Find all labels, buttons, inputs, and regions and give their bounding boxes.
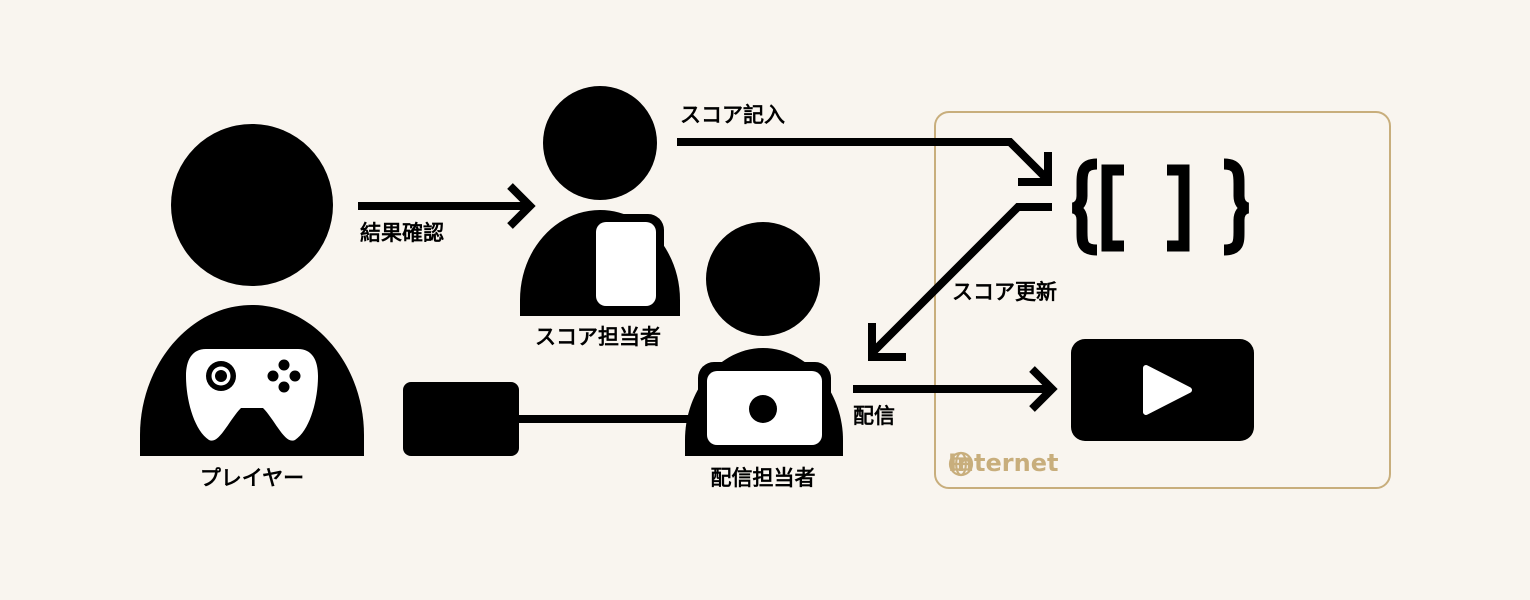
node-label-stream-staff: 配信担当者 — [710, 466, 816, 490]
arrow-score-update — [868, 203, 1052, 361]
edge-label-score-update: スコア更新 — [952, 280, 1057, 304]
edge-label-stream: 配信 — [853, 404, 895, 428]
video-play-icon — [1071, 339, 1254, 441]
stream-staff-figure — [685, 222, 843, 456]
score-staff-head — [543, 86, 657, 200]
camera-dot-icon — [749, 395, 777, 423]
globe-icon — [948, 451, 974, 477]
arrow-check-result — [358, 183, 536, 229]
json-data-icon — [1071, 158, 1250, 256]
internet-label: Internet — [948, 451, 1058, 477]
arrow-stream — [853, 366, 1058, 412]
player-figure — [140, 124, 364, 456]
internet-boundary — [934, 111, 1391, 489]
player-head — [171, 124, 333, 286]
score-staff-figure — [520, 86, 680, 316]
arrow-score-input — [677, 138, 1052, 186]
stream-staff-head — [706, 222, 820, 336]
capture-device-icon — [403, 382, 519, 456]
gamepad-icon — [186, 349, 318, 441]
node-label-player: プレイヤー — [199, 466, 305, 490]
node-label-score-staff: スコア担当者 — [535, 325, 661, 349]
edge-label-check-result: 結果確認 — [360, 221, 444, 245]
edge-label-score-input: スコア記入 — [680, 103, 785, 127]
